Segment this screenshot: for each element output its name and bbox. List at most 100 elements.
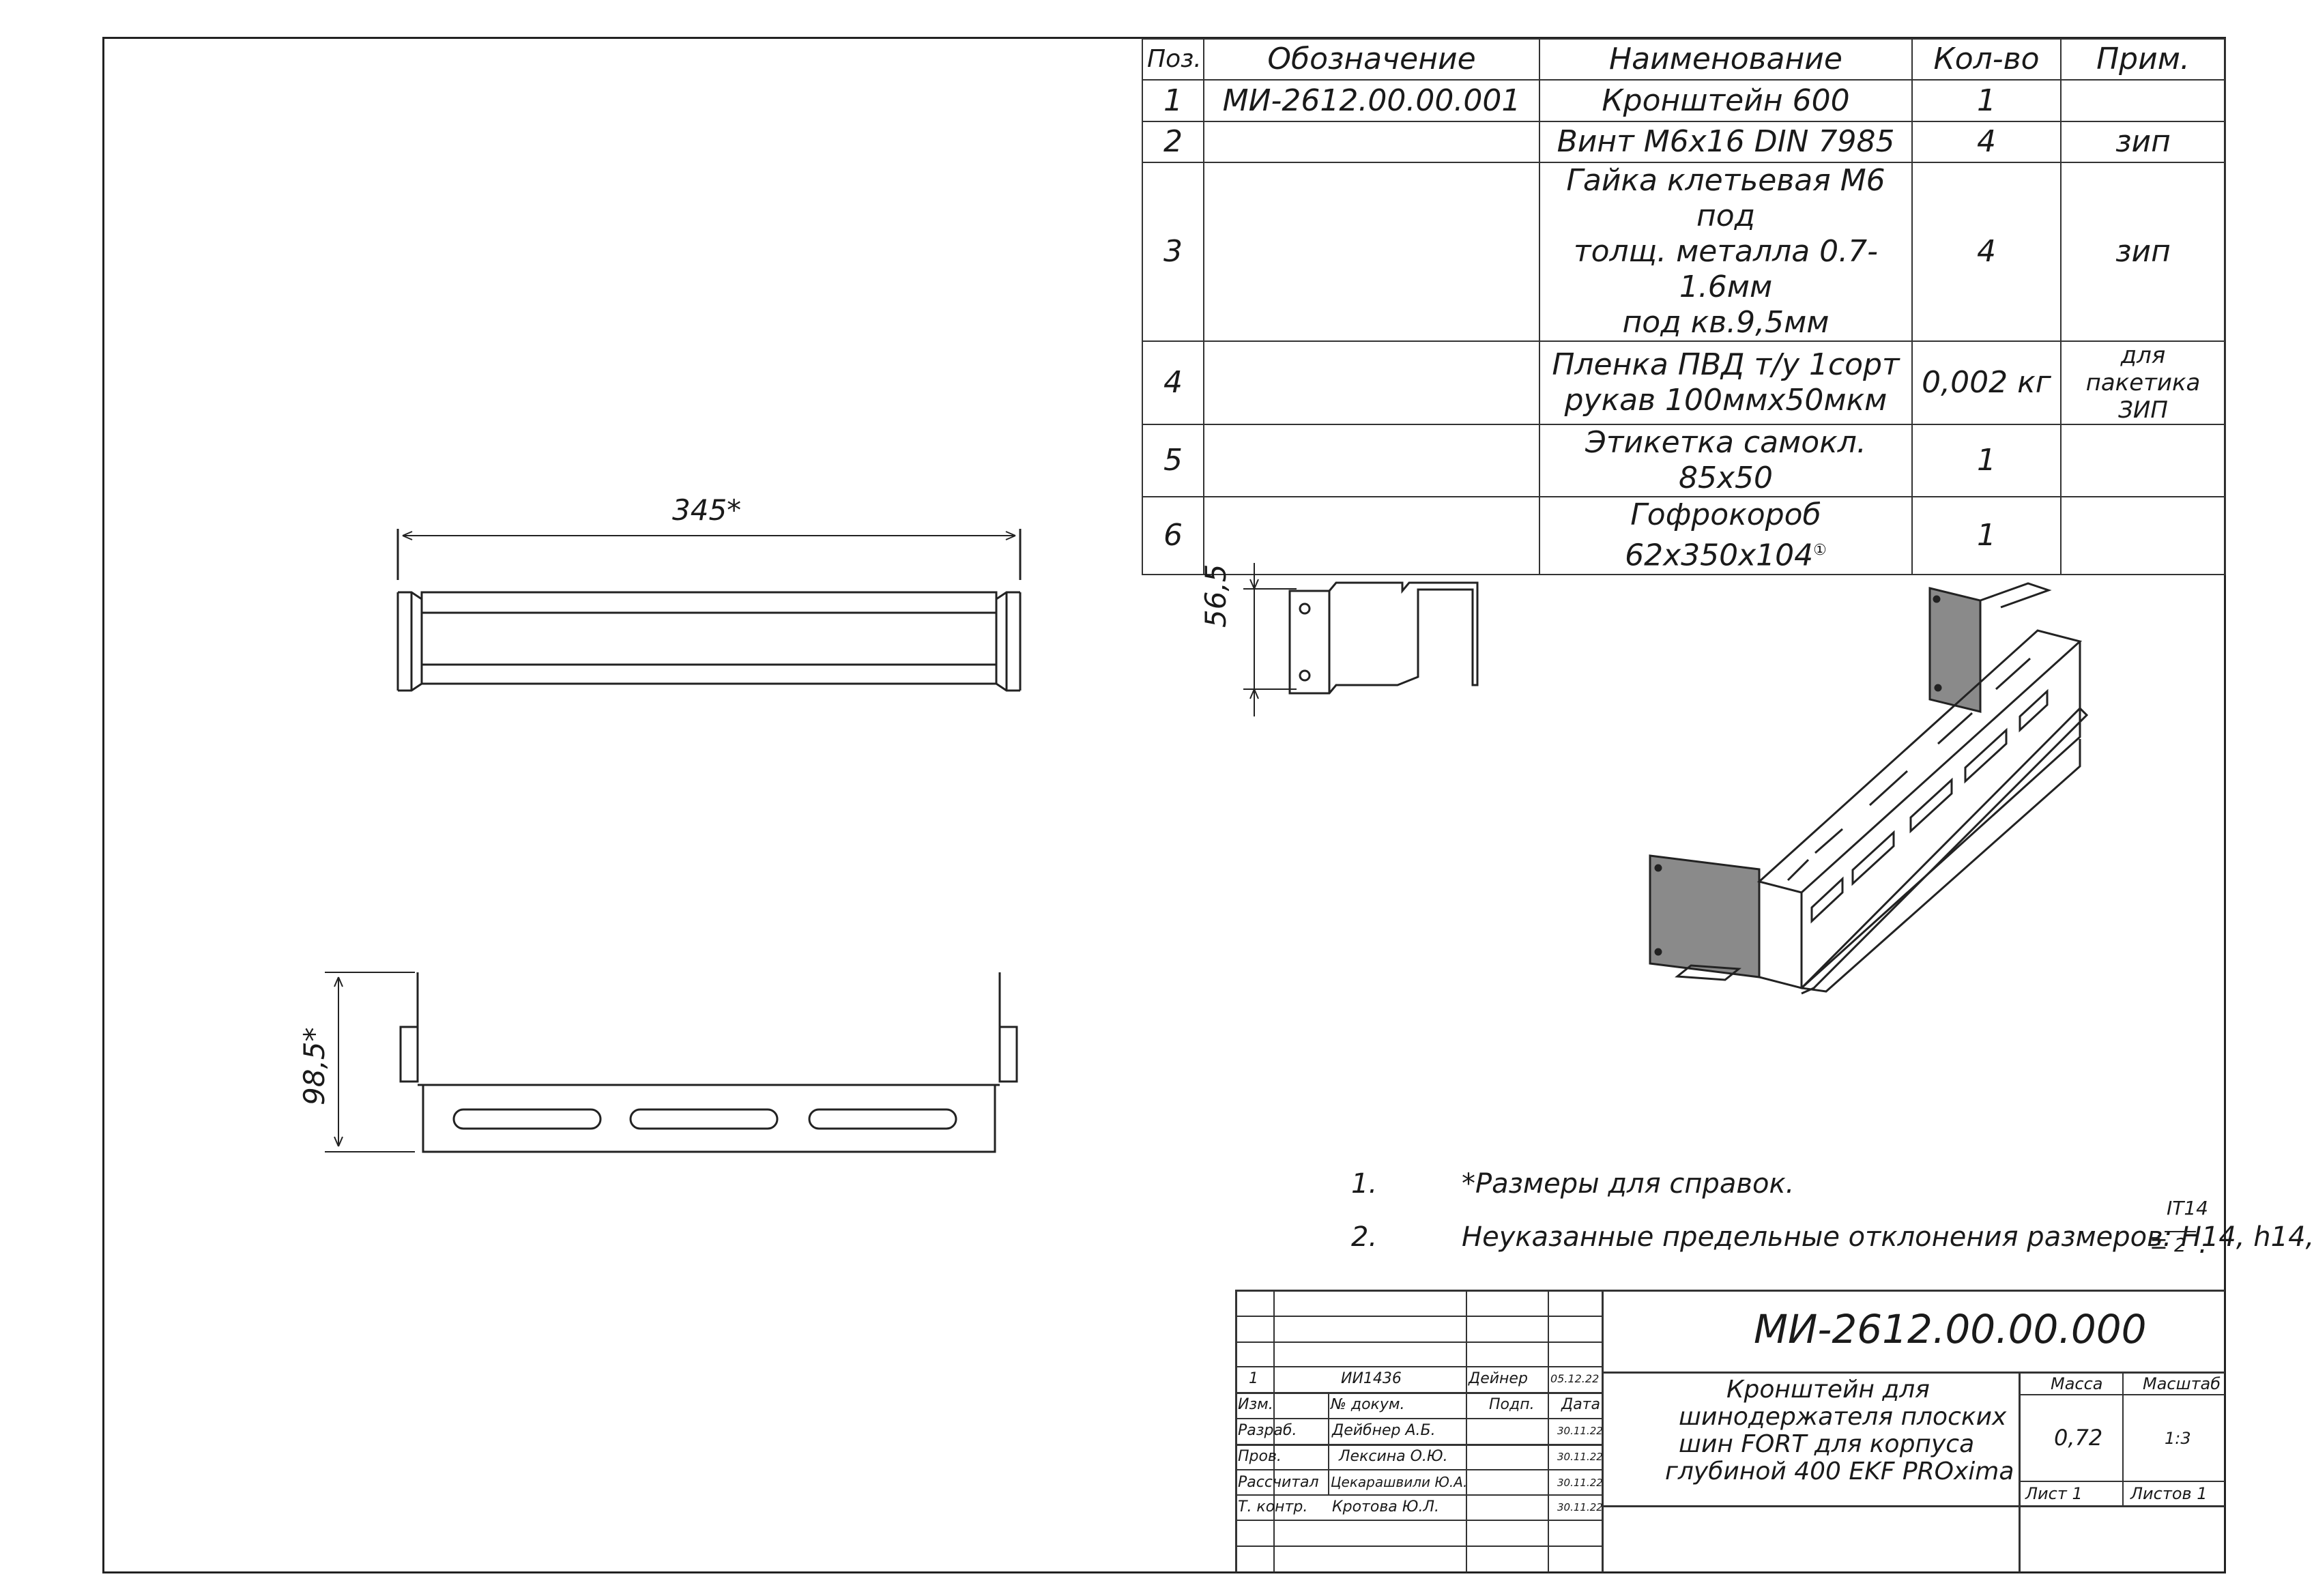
spec-row: 4 Пленка ПВД т/у 1сорт рукав 100ммх50мкм… xyxy=(1142,340,2226,425)
note-2-tolerance-bottom: 2 xyxy=(2174,1234,2186,1256)
person-name: Лексина О.Ю. xyxy=(1339,1448,1448,1465)
spec-row: 3 Гайка клетьевая М6 под толщ. металла 0… xyxy=(1142,162,2226,342)
scale-label: Масштаб xyxy=(2143,1374,2221,1393)
spec-name: Винт М6х16 DIN 7985 xyxy=(1539,121,1913,163)
spec-note xyxy=(2060,79,2226,122)
title-line-3: шин FORT для корпуса xyxy=(1679,1430,1975,1458)
rev-doc: ИИ1436 xyxy=(1341,1370,1402,1387)
top-view xyxy=(396,529,1022,692)
spec-pos: 4 xyxy=(1142,340,1204,425)
note-2-end: . xyxy=(2199,1228,2208,1260)
person-date: 30.11.22 xyxy=(1557,1477,1603,1489)
spec-row: 2 Винт М6х16 DIN 7985 4 зип xyxy=(1142,121,2226,163)
spec-name-line: рукав 100ммх50мкм xyxy=(1564,383,1888,418)
rev-header-sign: Подп. xyxy=(1489,1396,1535,1413)
spec-pos: 3 xyxy=(1142,162,1204,342)
dim-98-5-label: 98,5* xyxy=(298,1027,331,1105)
person-date: 30.11.22 xyxy=(1557,1501,1603,1513)
spec-name: Кронштейн 600 xyxy=(1539,79,1913,122)
rev-header-date: Дата xyxy=(1561,1396,1600,1413)
person-role: Разраб. xyxy=(1238,1422,1297,1439)
specification-table: Поз. Обозначение Наименование Кол-во При… xyxy=(1142,38,2226,575)
spec-name-text: Гофрокороб 62х350х104 xyxy=(1625,497,1821,573)
mass-value: 0,72 xyxy=(2054,1425,2103,1451)
person-date: 30.11.22 xyxy=(1557,1425,1603,1437)
circled-1-icon: ① xyxy=(1813,542,1827,559)
spec-qty: 0,002 кг xyxy=(1911,340,2062,425)
spec-note-line: для пакетика xyxy=(2085,342,2201,396)
drawing-sheet: Поз. Обозначение Наименование Кол-во При… xyxy=(102,37,2314,1573)
dim-56-5-label: 56,5 xyxy=(1199,564,1232,628)
note-2-fraction-bar xyxy=(2165,1231,2196,1232)
spec-header-pos: Поз. xyxy=(1142,38,1204,81)
spec-header-designation: Обозначение xyxy=(1203,38,1540,81)
front-view xyxy=(325,972,1018,1153)
spec-header-name: Наименование xyxy=(1539,38,1913,81)
side-view xyxy=(1243,563,1479,716)
person-date: 30.11.22 xyxy=(1557,1451,1603,1463)
spec-note: для пакетика ЗИП xyxy=(2060,340,2226,425)
spec-note-line: ЗИП xyxy=(2118,396,2168,424)
sheets-label: Листов 1 xyxy=(2130,1484,2208,1503)
spec-name-line: толщ. металла 0.7-1.6мм xyxy=(1574,234,1878,304)
rev-date: 05.12.22 xyxy=(1550,1372,1600,1385)
spec-name: Этикетка самокл. 85х50 xyxy=(1539,424,1913,497)
note-2-text: Неуказанные предельные отклонения размер… xyxy=(1462,1221,2314,1253)
spec-pos: 2 xyxy=(1142,121,1204,163)
spec-note xyxy=(2060,496,2226,575)
spec-qty: 4 xyxy=(1911,162,2062,342)
rev-izm: 1 xyxy=(1249,1370,1258,1387)
dim-345-label: 345* xyxy=(672,493,742,527)
spec-qty: 1 xyxy=(1911,496,2062,575)
spec-row: 1 МИ-2612.00.00.001 Кронштейн 600 1 xyxy=(1142,79,2226,122)
spec-name-line: Пленка ПВД т/у 1сорт xyxy=(1552,347,1900,382)
spec-designation: МИ-2612.00.00.001 xyxy=(1203,79,1540,122)
spec-note: зип xyxy=(2060,162,2226,342)
drawing-frame xyxy=(102,37,2226,1573)
person-name: Дейбнер А.Б. xyxy=(1332,1422,1436,1439)
spec-name: Гайка клетьевая М6 под толщ. металла 0.7… xyxy=(1539,162,1913,342)
spec-row: 6 Гофрокороб 62х350х104① 1 xyxy=(1142,496,2226,575)
spec-row: 5 Этикетка самокл. 85х50 1 xyxy=(1142,424,2226,497)
technical-drawing xyxy=(325,529,2089,1153)
note-1-text: *Размеры для справок. xyxy=(1462,1168,1795,1200)
spec-pos: 1 xyxy=(1142,79,1204,122)
spec-pos: 5 xyxy=(1142,424,1204,497)
title-line-4: глубиной 400 EKF PROxima xyxy=(1665,1457,2014,1485)
spec-qty: 1 xyxy=(1911,424,2062,497)
spec-header-row: Поз. Обозначение Наименование Кол-во При… xyxy=(1142,38,2226,81)
person-role: Пров. xyxy=(1238,1448,1282,1465)
spec-designation xyxy=(1203,162,1540,342)
title-line-2: шинодержателя плоских xyxy=(1679,1403,2007,1431)
note-1-number: 1. xyxy=(1351,1168,1378,1200)
person-name: Цекарашвили Ю.А. xyxy=(1331,1474,1468,1490)
person-role: Рассчитал xyxy=(1238,1474,1319,1491)
spec-qty: 4 xyxy=(1911,121,2062,163)
rev-header-izm: Изм. xyxy=(1238,1396,1273,1413)
scale-value: 1:3 xyxy=(2165,1429,2191,1448)
spec-name-line: под кв.9,5мм xyxy=(1622,305,1829,340)
spec-pos: 6 xyxy=(1142,496,1204,575)
mass-label: Масса xyxy=(2051,1374,2103,1393)
note-2-number: 2. xyxy=(1351,1221,1378,1253)
person-role: Т. контр. xyxy=(1238,1498,1308,1515)
rev-sign: Дейнер xyxy=(1469,1370,1528,1387)
rev-header-doc: № докум. xyxy=(1331,1396,1405,1413)
isometric-view xyxy=(1649,582,2089,995)
spec-name: Пленка ПВД т/у 1сорт рукав 100ммх50мкм xyxy=(1539,340,1913,425)
note-2-tolerance-top: IT14 xyxy=(2167,1197,2208,1219)
spec-header-note: Прим. xyxy=(2060,38,2226,81)
spec-designation xyxy=(1203,424,1540,497)
title-line-1: Кронштейн для xyxy=(1726,1376,1930,1404)
spec-note xyxy=(2060,424,2226,497)
note-2-tolerance-pm: ± xyxy=(2150,1228,2168,1254)
spec-qty: 1 xyxy=(1911,79,2062,122)
person-name: Кротова Ю.Л. xyxy=(1332,1498,1440,1515)
spec-designation xyxy=(1203,121,1540,163)
spec-header-qty: Кол-во xyxy=(1911,38,2062,81)
spec-designation xyxy=(1203,496,1540,575)
spec-designation xyxy=(1203,340,1540,425)
doc-number: МИ-2612.00.00.000 xyxy=(1754,1306,2147,1352)
spec-name: Гофрокороб 62х350х104① xyxy=(1539,496,1913,575)
title-block: МИ-2612.00.00.000 Кронштейн для шинодерж… xyxy=(1235,1290,2225,1572)
